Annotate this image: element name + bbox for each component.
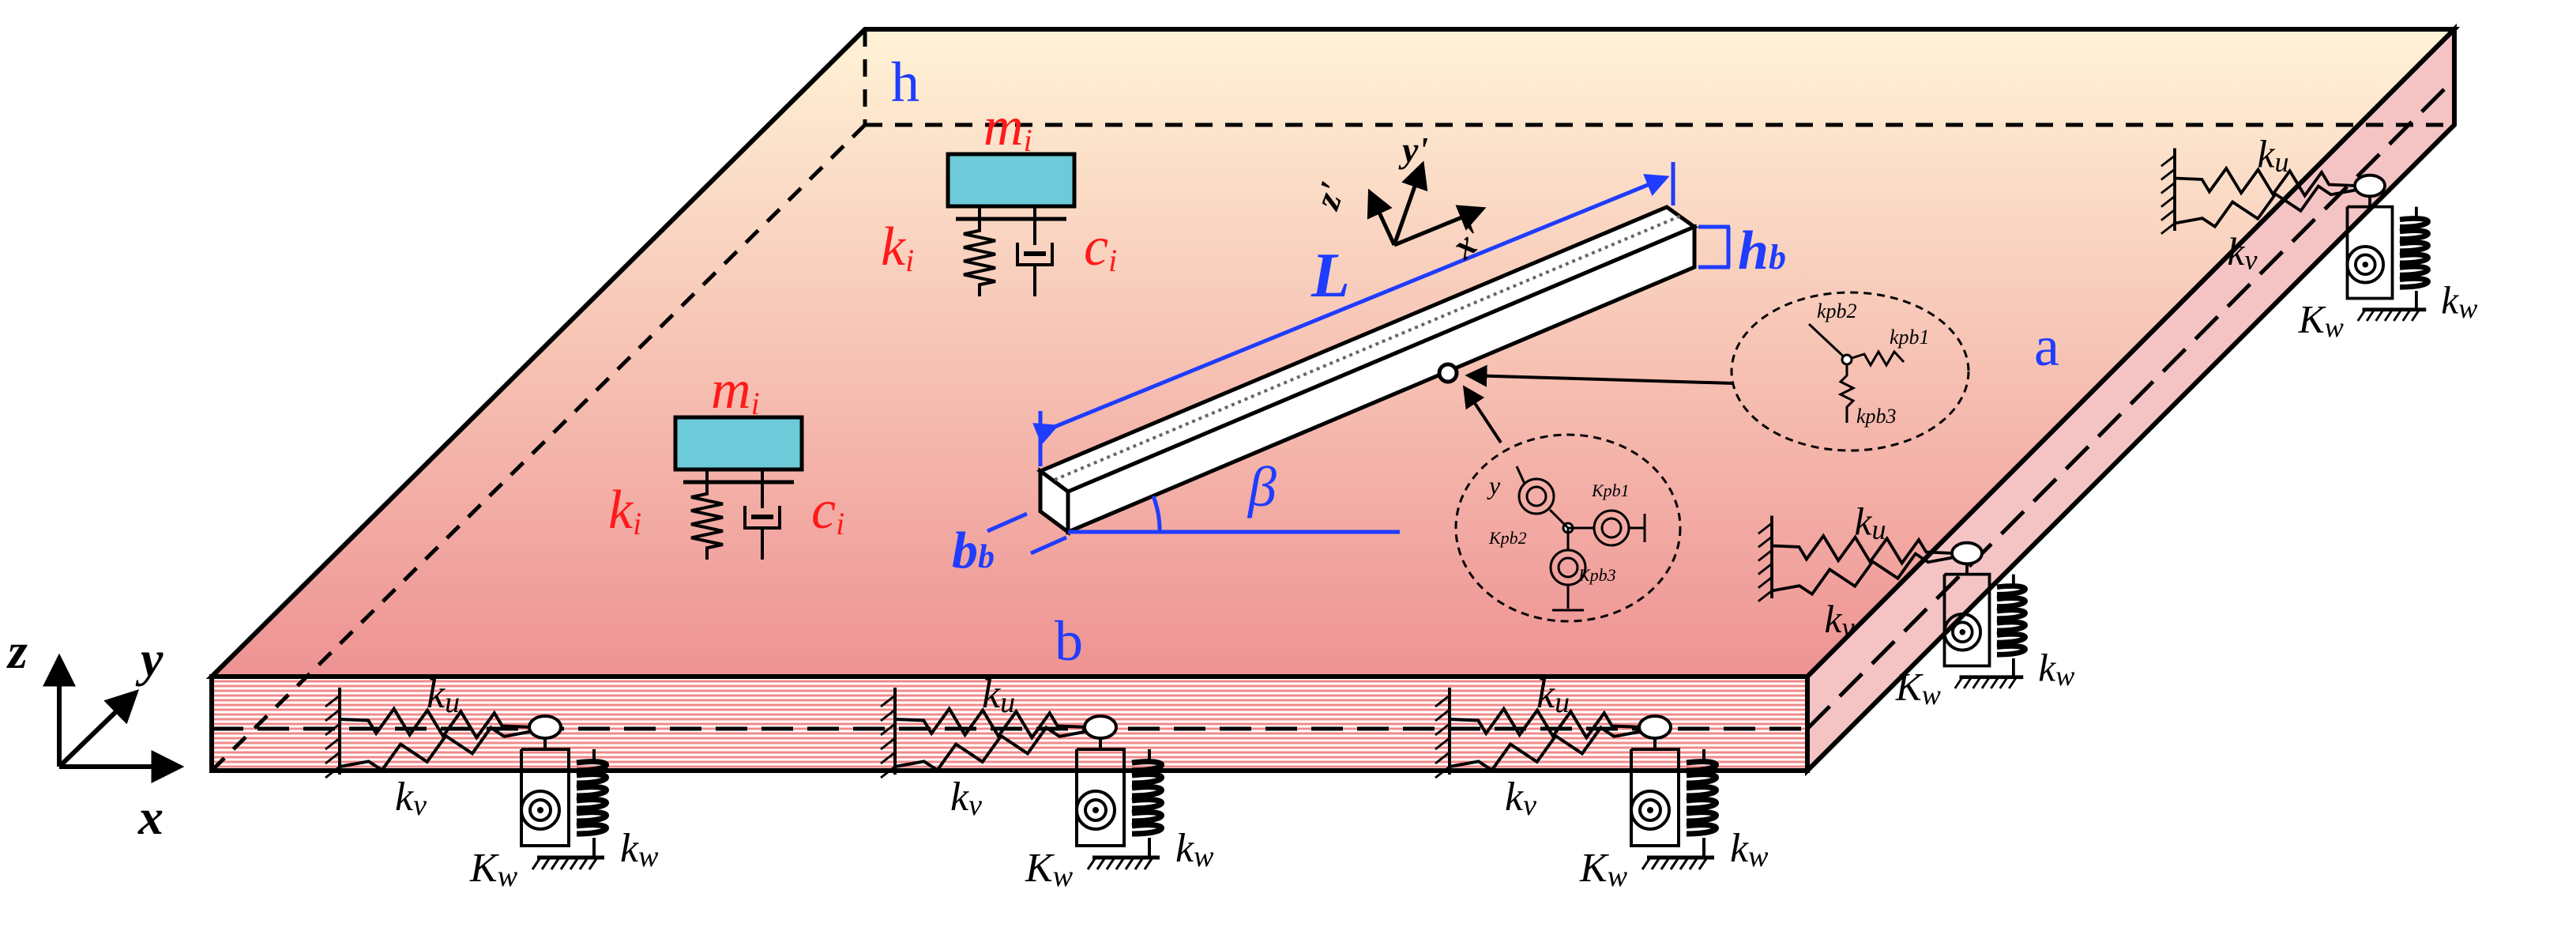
- label-Kw: Kw: [1025, 846, 1074, 893]
- label-damping: ci: [1084, 217, 1117, 278]
- inset-label-y: y: [1487, 471, 1501, 500]
- label-ku: ku: [1855, 500, 1886, 545]
- spring-kv: [2174, 183, 2360, 229]
- spring-kv: [1771, 551, 1957, 597]
- beam-joint-point: [1437, 362, 1459, 384]
- label-Kw: Kw: [1895, 665, 1941, 711]
- spring-kw: [1996, 583, 2028, 658]
- label-kv: kv: [395, 775, 427, 822]
- label-Kw: Kw: [2298, 297, 2344, 343]
- spring-kw: [576, 759, 609, 837]
- spring-kw: [2399, 216, 2431, 290]
- label-kw: kw: [1730, 826, 1769, 873]
- label-ku: ku: [1536, 672, 1570, 719]
- label-kw: kw: [2441, 279, 2477, 325]
- hidden-edge-left: [210, 123, 867, 772]
- label-mass: mi: [983, 96, 1032, 158]
- label-ku: ku: [982, 672, 1015, 719]
- label-stiffness: ki: [608, 480, 641, 541]
- label-L: L: [1311, 241, 1350, 311]
- label-bb: bb: [952, 522, 995, 579]
- label-local-y: y': [1398, 130, 1428, 170]
- beam-height-dimension: hb: [1698, 221, 1786, 281]
- label-Kw: Kw: [1579, 846, 1628, 893]
- spring-kw: [1686, 759, 1719, 837]
- spring-kv: [339, 725, 534, 773]
- label-kw: kw: [2038, 647, 2074, 692]
- label-kv: kv: [1825, 598, 1856, 643]
- spring-ku: [1771, 533, 1954, 566]
- spring-ku: [1449, 706, 1641, 741]
- label-ku: ku: [427, 672, 460, 719]
- inset-label-kpb3: kpb3: [1856, 405, 1897, 428]
- oscillator-spring: [690, 482, 724, 560]
- inset-label-Kpb3: Kpb3: [1578, 565, 1616, 585]
- global-axes: z y x: [6, 623, 185, 845]
- label-Kw: Kw: [469, 846, 518, 893]
- inset-rotational: y Kpb1 Kpb2 Kpb3: [1454, 385, 1682, 623]
- inset-label-Kpb1: Kpb1: [1591, 481, 1630, 500]
- label-stiffness: ki: [881, 217, 914, 278]
- label-ku: ku: [2258, 132, 2289, 178]
- label-beta: β: [1247, 455, 1277, 518]
- midplane-side: [1806, 77, 2456, 730]
- spring-ku: [339, 706, 532, 741]
- oscillator-mass: [673, 415, 804, 472]
- label-kw: kw: [620, 826, 659, 873]
- oscillator-spring: [963, 219, 996, 296]
- label-b: b: [1055, 609, 1083, 673]
- rotational-spring-Kw: [1630, 790, 1671, 831]
- rotational-spring-Kw: [520, 790, 561, 831]
- label-kv: kv: [1505, 775, 1536, 822]
- oscillator-1: mi ki ci: [881, 96, 1117, 296]
- inset-label-kpb1: kpb1: [1890, 326, 1930, 349]
- label-mass: mi: [711, 360, 760, 421]
- beam-width-dimension: bb: [952, 511, 1068, 579]
- label-damping: ci: [811, 480, 844, 541]
- plate-side-face: [1805, 23, 2457, 777]
- spring-kw: [1131, 759, 1164, 837]
- spring-kv: [894, 725, 1089, 773]
- oscillator-2: mi ki ci: [608, 360, 844, 560]
- label-kw: kw: [1175, 826, 1214, 873]
- label-kv: kv: [2228, 230, 2258, 276]
- label-a: a: [2034, 315, 2059, 378]
- rotational-spring-Kw: [1942, 613, 1983, 652]
- label-kv: kv: [950, 775, 982, 822]
- axis-label-y: y: [135, 631, 164, 687]
- rotational-spring-Kw: [1075, 790, 1116, 831]
- inset-label-kpb2: kpb2: [1817, 300, 1857, 322]
- inset-translational: kpb2 kpb1 kpb3: [1465, 291, 1970, 452]
- beam-length-dimension: L: [1032, 162, 1675, 466]
- rotational-spring-Kw: [2345, 245, 2386, 285]
- inset-label-Kpb2: Kpb2: [1488, 528, 1527, 548]
- spring-ku: [894, 706, 1087, 741]
- oscillator-mass: [946, 152, 1077, 209]
- label-hb: hb: [1738, 221, 1786, 281]
- beta-angle: β: [1068, 455, 1400, 534]
- axis-label-x: x: [137, 789, 164, 845]
- spring-kv: [1449, 725, 1644, 773]
- axis-label-z: z: [6, 623, 28, 679]
- spring-ku: [2174, 165, 2356, 198]
- label-h: h: [891, 51, 919, 114]
